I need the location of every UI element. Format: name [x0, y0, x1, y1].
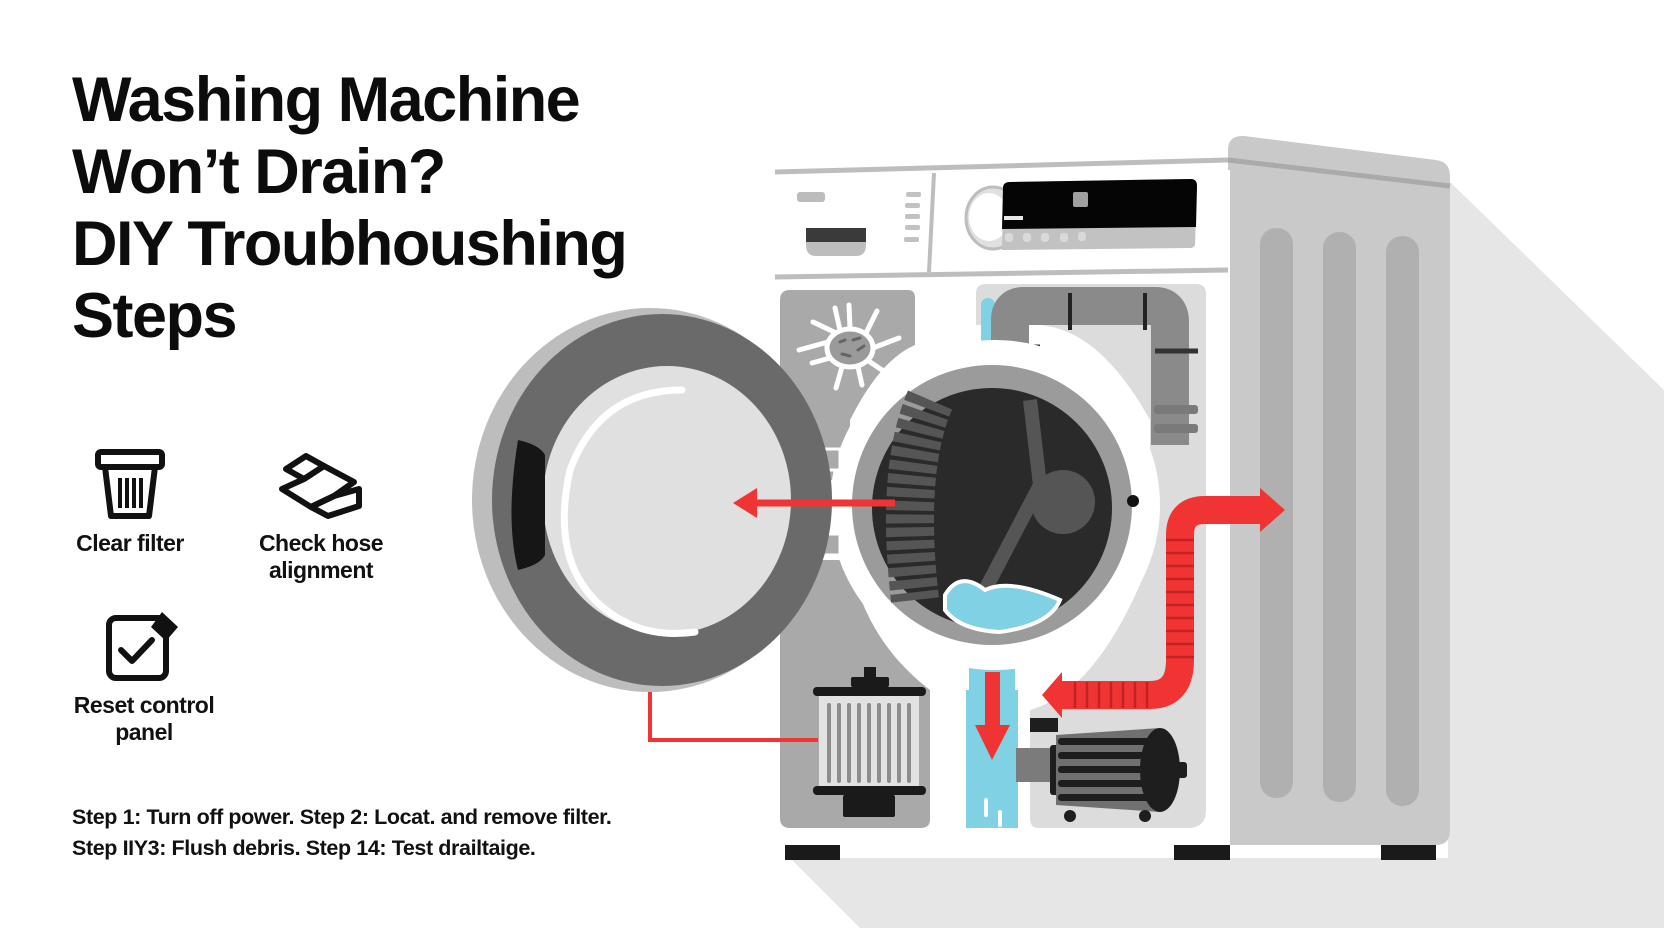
open-door [472, 308, 832, 692]
checkbox-reset-icon [106, 612, 178, 681]
title-line: DIY Troubhoushing [72, 209, 628, 279]
water-drips [984, 798, 1002, 827]
title-line: Washing Machine [72, 65, 581, 135]
tip-label: Check hose [258, 530, 384, 556]
box-hose-icon [279, 453, 362, 519]
title-line: Won’t Drain? [72, 137, 446, 207]
drum [830, 340, 1160, 670]
red-arrows [648, 488, 1285, 760]
tip-label: Clear filter [76, 530, 184, 556]
side-panel [1227, 135, 1451, 845]
trash-bin-icon [95, 449, 165, 519]
tip-check-hose: Check hose alignment [252, 444, 390, 584]
steps-instructions: Step 1: Turn off power. Step 2: Locat. a… [72, 802, 612, 864]
tip-reset-panel: Reset control panel [64, 610, 224, 746]
water-splash [943, 579, 1063, 635]
lcd-display [1002, 179, 1197, 250]
drain-pipe [991, 287, 1198, 445]
tip-clear-filter: Clear filter [66, 448, 194, 557]
control-panel [774, 157, 1229, 280]
floor-shadow [790, 180, 1664, 928]
machine-feet [785, 845, 1436, 860]
tip-label: panel [115, 719, 173, 745]
lint-debris-icon [796, 302, 902, 391]
tip-label: alignment [268, 557, 374, 583]
page-title: Washing Machine Won’t Drain? DIY Troubho… [72, 64, 712, 352]
steps-line: Step IIY3: Flush debris. Step 14: Test d… [72, 836, 536, 860]
title-line: Steps [72, 281, 238, 351]
indicator-light [797, 192, 825, 202]
door-handle [511, 440, 545, 570]
steps-line: Step 1: Turn off power. Step 2: Locat. a… [72, 805, 612, 829]
drain-pump-motor [1016, 718, 1187, 822]
tip-label: Reset control [73, 692, 215, 718]
drain-filter [813, 667, 926, 817]
